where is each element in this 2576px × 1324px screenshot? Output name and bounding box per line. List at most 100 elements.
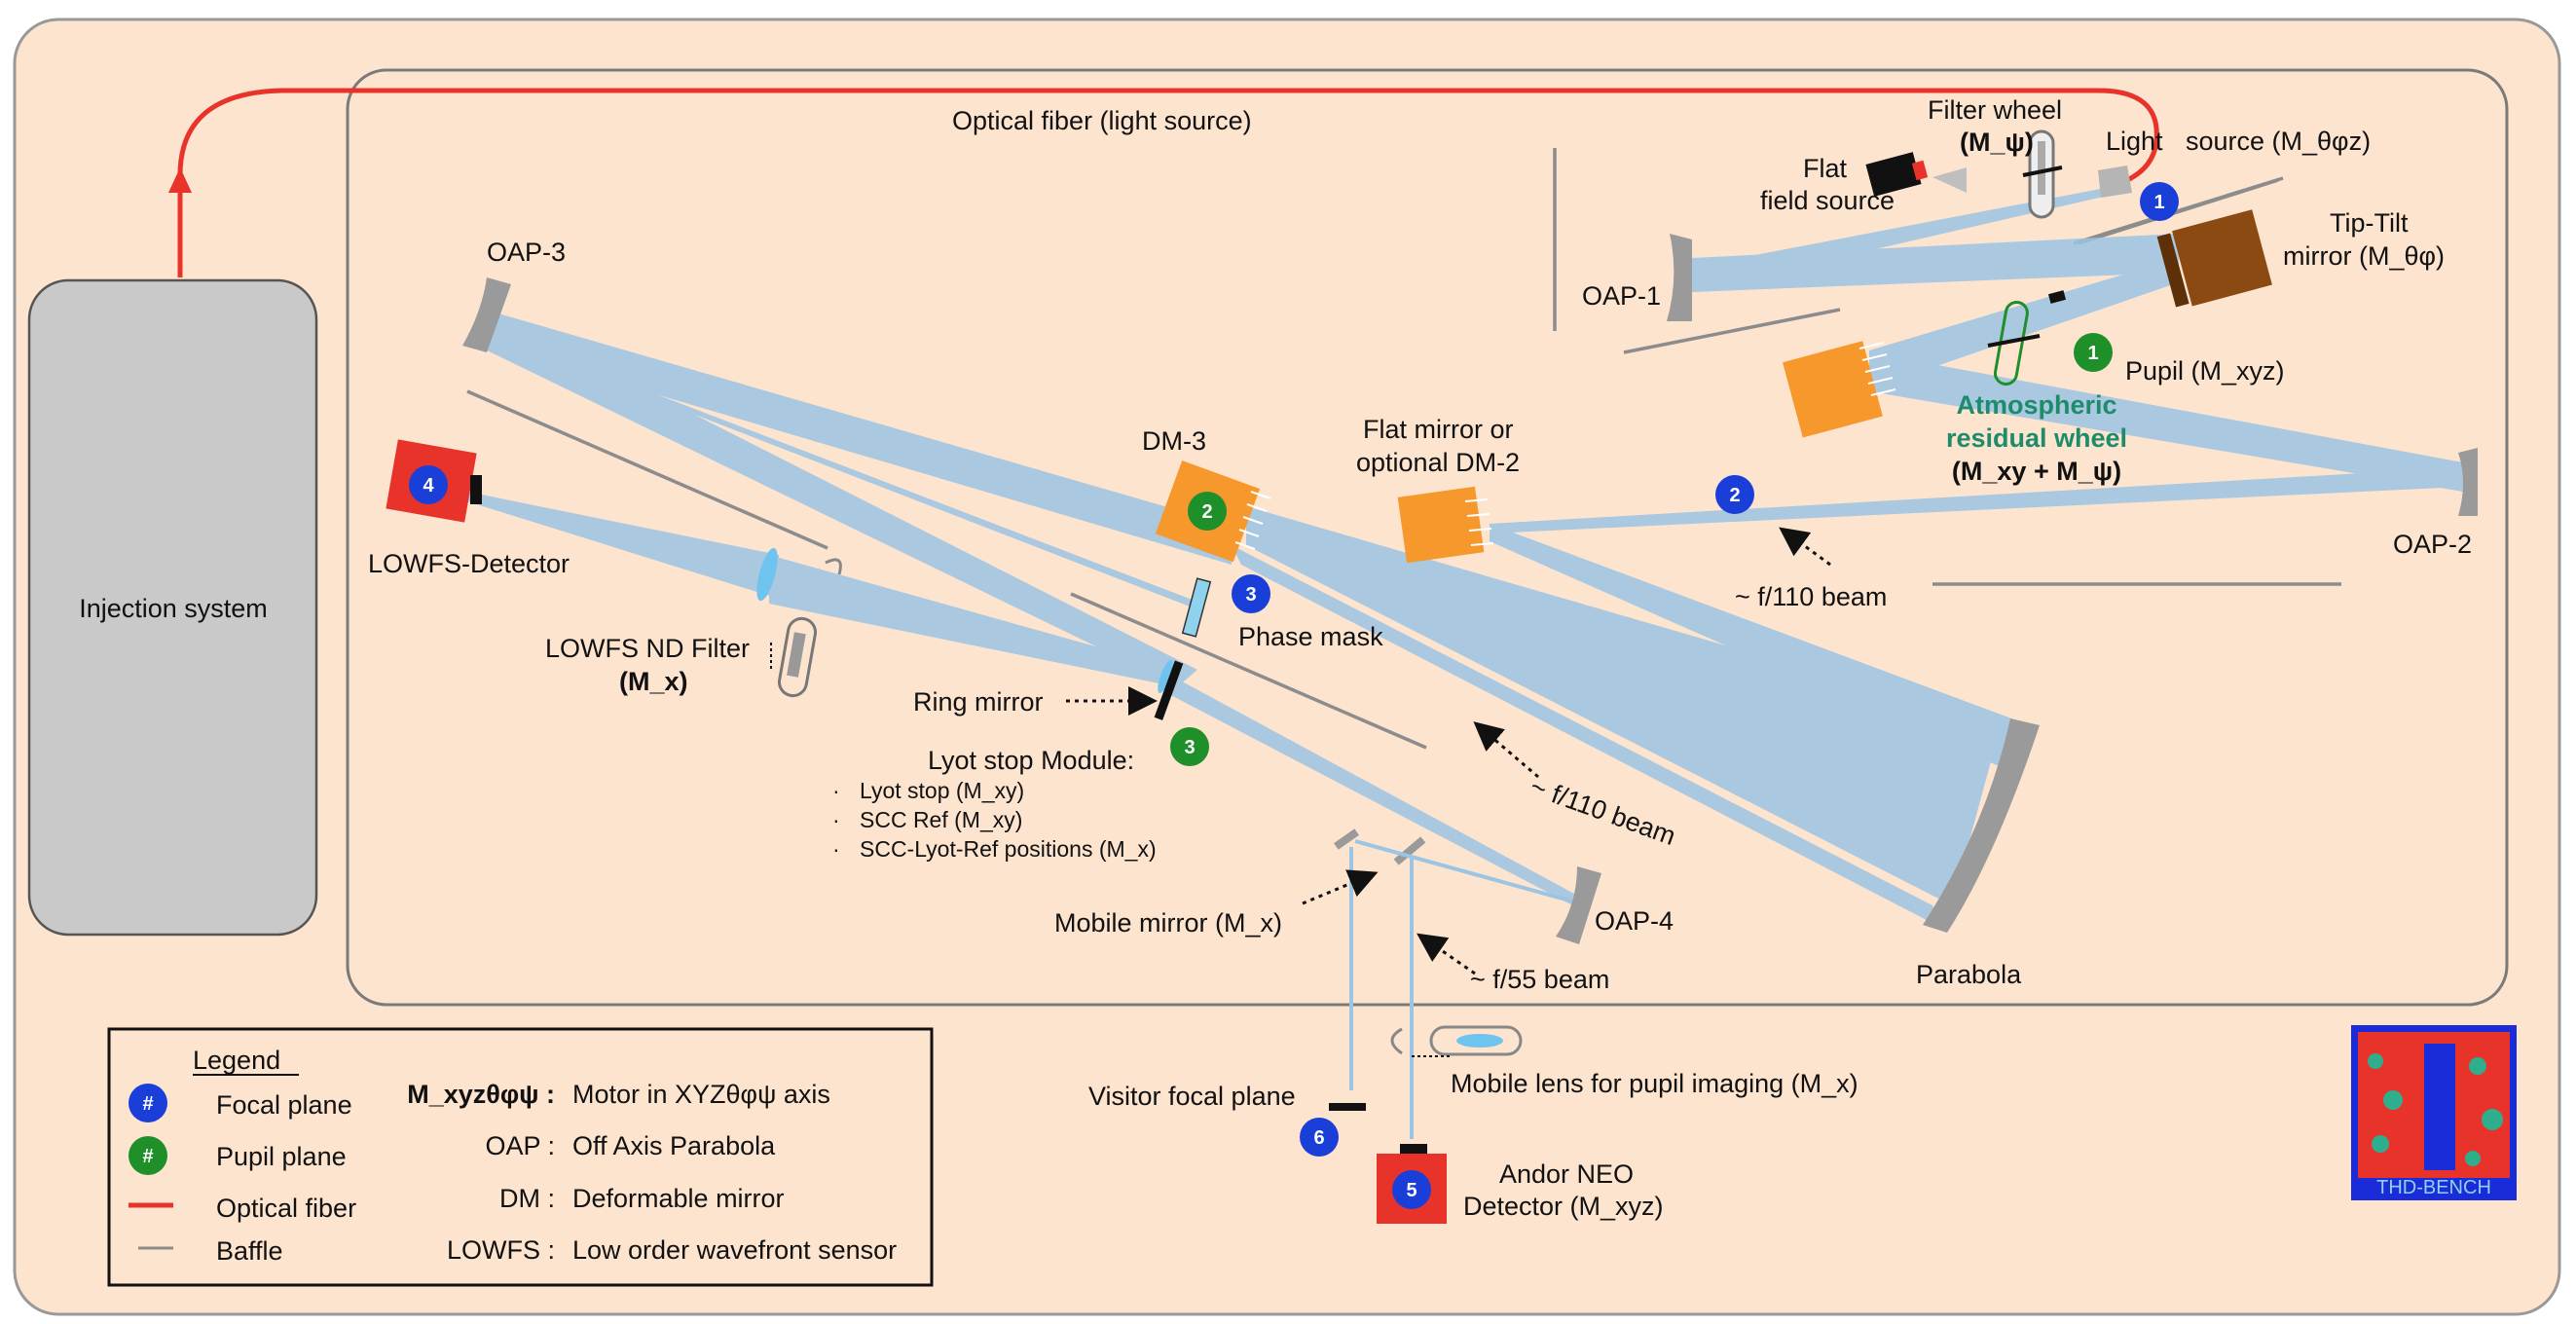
- legend-baffle-label: Baffle: [216, 1236, 283, 1266]
- svg-text:1: 1: [2087, 343, 2098, 364]
- tip-tilt-mirror: [2156, 209, 2272, 308]
- legend-val-2: Off Axis Parabola: [572, 1131, 776, 1160]
- f55-label: ~ f/55 beam: [1470, 965, 1609, 994]
- lyot-item-3: SCC-Lyot-Ref positions (M_x): [860, 836, 1157, 862]
- bench-enclosure: [346, 68, 2509, 1007]
- ring-mirror: [1154, 659, 1184, 720]
- andor-label-2: Detector (M_xyz): [1463, 1192, 1664, 1221]
- parabola-label: Parabola: [1916, 960, 2022, 989]
- tip-tilt-label-1: Tip-Tilt: [2330, 208, 2409, 238]
- pupil-plane-marker-3: 3: [1170, 727, 1209, 766]
- andor-label-1: Andor NEO: [1499, 1159, 1634, 1189]
- atmospheric-label-2: residual wheel: [1946, 423, 2127, 453]
- mobile-lens: [1390, 1025, 1523, 1057]
- tip-tilt-label-2: mirror (M_θφ): [2283, 241, 2445, 271]
- svg-text:#: #: [142, 1146, 153, 1167]
- phase-mask: [1181, 577, 1212, 638]
- fiber-arrow-icon: [168, 167, 192, 193]
- thd-bench-logo: THD-BENCH: [2351, 1025, 2517, 1200]
- baffles: [466, 148, 2341, 750]
- f110-top-arrow: [1779, 527, 1831, 567]
- oap-2-mirror: [2458, 448, 2478, 516]
- atmospheric-residual-wheel: [1987, 290, 2067, 386]
- legend: Legend # Focal plane # Pupil plane Optic…: [107, 1027, 934, 1287]
- svg-text:2: 2: [1729, 485, 1740, 506]
- svg-text:3: 3: [1245, 584, 1256, 606]
- pupil-plane-marker-2: 2: [1188, 492, 1227, 531]
- visitor-label: Visitor focal plane: [1088, 1082, 1296, 1111]
- legend-focal-label: Focal plane: [216, 1090, 352, 1120]
- focal-plane-marker-4: 4: [409, 465, 448, 504]
- filter-wheel: [2022, 129, 2063, 219]
- lyot-bullet-3: ·: [832, 836, 840, 862]
- svg-text:6: 6: [1313, 1127, 1324, 1149]
- pupil-plane-marker-1: 1: [2074, 333, 2113, 372]
- lowfs-detector-label: LOWFS-Detector: [368, 549, 570, 578]
- flat-mirror-dm2: [1397, 486, 1494, 564]
- optical-fiber-label: Optical fiber (light source): [952, 106, 1252, 135]
- svg-text:1: 1: [2153, 192, 2164, 213]
- mobile-mirror-label: Mobile mirror (M_x): [1054, 908, 1282, 938]
- legend-key-4: LOWFS :: [447, 1235, 555, 1265]
- lyot-item-2: SCC Ref (M_xy): [860, 807, 1022, 832]
- injection-system-box: [27, 278, 318, 937]
- flat-field-label-2: field source: [1760, 186, 1895, 215]
- injection-system-label: Injection system: [79, 594, 268, 623]
- logo-text: THD-BENCH: [2376, 1177, 2491, 1198]
- light-beams: [467, 185, 2463, 930]
- light-source-label-a: Light: [2106, 127, 2163, 156]
- lowfs-nd-label-1: LOWFS ND Filter: [545, 634, 750, 663]
- svg-text:5: 5: [1406, 1180, 1417, 1201]
- svg-text:#: #: [142, 1093, 153, 1115]
- filter-wheel-label-2: (M_ψ): [1960, 128, 2034, 157]
- oap-1-mirror: [1667, 234, 1692, 321]
- visitor-detector: [1329, 1103, 1366, 1111]
- legend-title: Legend: [193, 1046, 280, 1075]
- f110-top-label: ~ f/110 beam: [1735, 582, 1887, 611]
- legend-key-3: DM :: [499, 1184, 555, 1213]
- legend-pupil-label: Pupil plane: [216, 1142, 347, 1171]
- oap-2-label: OAP-2: [2393, 530, 2472, 559]
- dm-3-label: DM-3: [1142, 426, 1206, 456]
- flat-mirror-label-2: optional DM-2: [1356, 448, 1520, 477]
- ring-mirror-label: Ring mirror: [913, 687, 1044, 717]
- lowfs-nd-filter: [756, 547, 842, 698]
- oap-4-mirror: [1556, 866, 1601, 944]
- lyot-item-1: Lyot stop (M_xy): [860, 778, 1024, 803]
- light-source-label-b: source (M_θφz): [2186, 127, 2371, 156]
- legend-fiber-label: Optical fiber: [216, 1194, 356, 1223]
- svg-text:4: 4: [423, 475, 434, 496]
- f55-arrow: [1417, 933, 1476, 975]
- focal-plane-marker-6: 6: [1300, 1118, 1339, 1157]
- legend-val-3: Deformable mirror: [572, 1184, 785, 1213]
- filter-wheel-label-1: Filter wheel: [1928, 95, 2062, 125]
- parabola-mirror: [1923, 718, 2040, 933]
- legend-val-1: Motor in XYZθφψ axis: [572, 1080, 830, 1109]
- lyot-bullet-1: ·: [832, 778, 840, 803]
- mobile-mirrors: [1334, 828, 1426, 865]
- legend-pupil-icon: [129, 1136, 167, 1175]
- lowfs-nd-label-2: (M_x): [619, 667, 688, 696]
- pupil-label: Pupil (M_xyz): [2125, 356, 2285, 386]
- pupil-dm: [1783, 341, 1896, 438]
- svg-text:2: 2: [1201, 501, 1212, 523]
- mobile-lens-label: Mobile lens for pupil imaging (M_x): [1451, 1069, 1858, 1098]
- lyot-module-label: Lyot stop Module:: [928, 746, 1134, 775]
- legend-key-2: OAP :: [485, 1131, 555, 1160]
- light-source: [2098, 166, 2132, 198]
- focal-plane-marker-5: 5: [1392, 1170, 1431, 1209]
- phase-mask-label: Phase mask: [1238, 622, 1383, 651]
- legend-val-4: Low order wavefront sensor: [572, 1235, 897, 1265]
- oap-4-label: OAP-4: [1595, 906, 1674, 936]
- oap-3-label: OAP-3: [487, 238, 566, 267]
- lyot-bullet-2: ·: [832, 807, 840, 832]
- legend-key-1: M_xyzθφψ :: [407, 1080, 555, 1109]
- oap-1-label: OAP-1: [1582, 281, 1661, 311]
- legend-focal-icon: [129, 1084, 167, 1122]
- svg-text:3: 3: [1184, 737, 1195, 758]
- focal-plane-marker-1: 1: [2140, 182, 2179, 221]
- focal-plane-marker-3: 3: [1232, 574, 1270, 613]
- focal-plane-marker-2: 2: [1715, 475, 1754, 514]
